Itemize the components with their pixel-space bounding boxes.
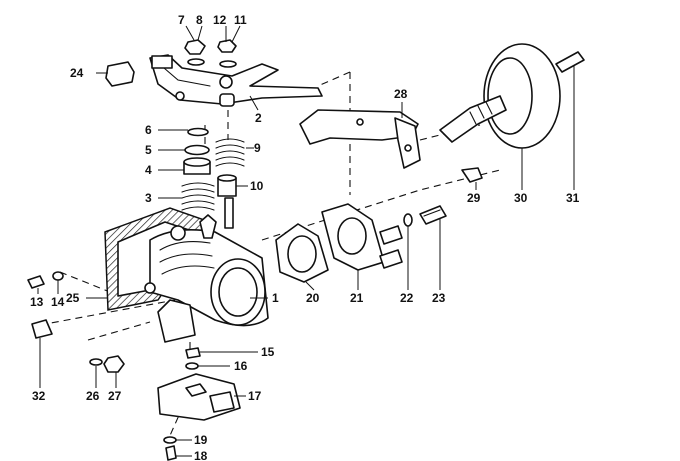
washer-part-26	[89, 358, 103, 366]
callout-26: 26	[86, 389, 100, 403]
callout-23: 23	[432, 291, 446, 305]
washer-part-22	[403, 213, 413, 227]
callout-12: 12	[213, 13, 227, 27]
callout-32: 32	[32, 389, 46, 403]
pin-part-31	[555, 51, 585, 73]
callout-18: 18	[194, 449, 208, 461]
throttle-switch-part-17	[157, 373, 241, 421]
callout-19: 19	[194, 433, 208, 447]
callout-10: 10	[250, 179, 264, 193]
callout-15: 15	[261, 345, 275, 359]
screw-part-15	[185, 347, 201, 359]
callout-27: 27	[108, 389, 122, 403]
callout-29: 29	[467, 191, 481, 205]
bracket-part-28	[299, 109, 421, 169]
pin-part-32	[31, 319, 53, 339]
springs-and-bushings	[181, 127, 245, 211]
washer-part-14	[52, 271, 64, 281]
callout-14: 14	[51, 295, 65, 309]
callout-20: 20	[306, 291, 320, 305]
throttle-lever-assembly	[149, 39, 323, 107]
callout-6: 6	[145, 123, 152, 137]
bolt-part-13	[27, 275, 45, 289]
callout-16: 16	[234, 359, 248, 373]
callout-8: 8	[196, 13, 203, 27]
callout-17: 17	[248, 389, 262, 403]
callout-28: 28	[394, 87, 408, 101]
connector-part-24	[96, 61, 135, 87]
washer-part-19	[163, 436, 177, 444]
washer-part-16	[185, 362, 199, 370]
callout-5: 5	[145, 143, 152, 157]
callout-31: 31	[566, 191, 580, 205]
dashpot-part-30	[439, 43, 561, 149]
callout-1: 1	[272, 291, 279, 305]
callout-4: 4	[145, 163, 152, 177]
callout-21: 21	[350, 291, 364, 305]
callout-labels: 1 2 3 4 5 6 7 8 9 10 11 12 13 14 15 16 1…	[30, 13, 580, 461]
callout-24: 24	[70, 66, 84, 80]
callout-9: 9	[254, 141, 261, 155]
callout-7: 7	[178, 13, 185, 27]
callout-13: 13	[30, 295, 44, 309]
screw-part-29	[461, 167, 483, 183]
callout-leaders	[37, 25, 575, 457]
gasket-part-20	[275, 223, 329, 283]
nut-part-27	[103, 355, 125, 373]
screw-part-18	[165, 445, 177, 461]
callout-3: 3	[145, 191, 152, 205]
callout-2: 2	[255, 111, 262, 125]
callout-22: 22	[400, 291, 414, 305]
callout-11: 11	[234, 13, 247, 27]
throttle-housing	[104, 197, 269, 343]
bolt-part-23	[419, 205, 447, 225]
callout-30: 30	[514, 191, 528, 205]
callout-25: 25	[66, 291, 80, 305]
flange-part-21	[321, 203, 403, 271]
